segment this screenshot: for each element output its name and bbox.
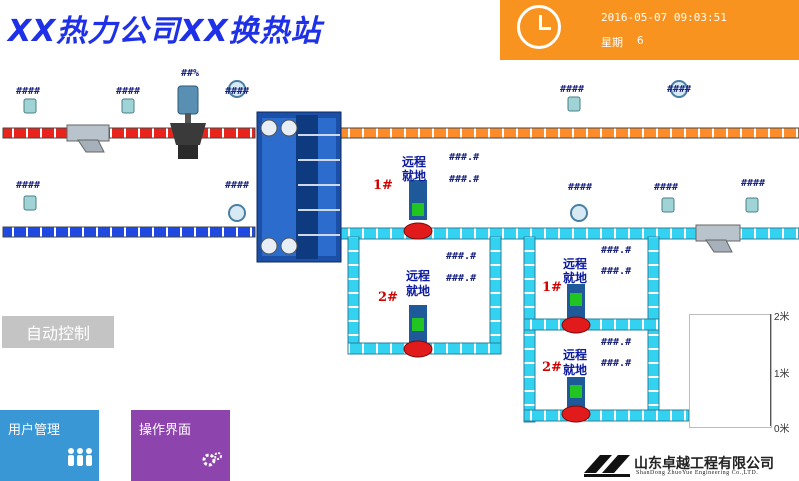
control-valve: [170, 85, 206, 159]
users-icon: [68, 448, 92, 466]
pump-right-2: [561, 377, 591, 423]
pump-mode-local[interactable]: 就地: [563, 363, 588, 377]
company-logo-icon: [584, 455, 630, 477]
pump-value: ###.#: [601, 245, 632, 256]
strainer-primary: [66, 124, 110, 153]
strainer-secondary: [695, 224, 741, 253]
primary-return-pipe: [2, 226, 256, 238]
secondary-return-temp-2: ####: [741, 178, 766, 189]
user-management-button[interactable]: 用户管理: [0, 410, 99, 481]
datetime-text: 2016-05-07 09:03:51: [601, 11, 727, 24]
pump-number: 2#: [378, 290, 398, 305]
transmitter-4: [567, 96, 581, 112]
weekday-label: 星期: [601, 36, 623, 49]
pump-mode-remote[interactable]: 远程: [563, 257, 588, 271]
transmitter-6: [745, 197, 759, 213]
pressure-gauge-primary-return: [228, 204, 246, 222]
transmitter-2: [121, 98, 135, 114]
pump-value: ###.#: [446, 273, 477, 284]
company-name-en: ShanDong ZhuoYue Engineering Co.,LTD.: [636, 470, 759, 476]
primary-return-temp: ####: [16, 180, 41, 191]
pump-right-1: [561, 284, 591, 334]
company-name: 山东卓越工程有限公司: [634, 456, 774, 472]
plate-heat-exchanger: [256, 111, 342, 263]
pump-mode-local[interactable]: 就地: [563, 271, 588, 285]
water-level-gauge: [689, 314, 772, 428]
user-management-label: 用户管理: [8, 423, 61, 438]
pump-mode-local[interactable]: 就地: [402, 169, 427, 183]
weekday-value: 6: [637, 34, 644, 47]
primary-supply-temp: ####: [116, 86, 141, 97]
pressure-gauge-secondary-return: [570, 204, 588, 222]
pump-left-1: [403, 180, 433, 240]
level-tick: 0米: [774, 424, 790, 435]
pump-value: ###.#: [449, 152, 480, 163]
level-tick: 2米: [774, 312, 790, 323]
transmitter-5: [661, 197, 675, 213]
clock-icon: [517, 5, 561, 49]
pressure-gauge-primary-supply: [228, 80, 246, 98]
level-tick: 1米: [774, 369, 790, 380]
secondary-supply-temp: ####: [560, 84, 585, 95]
pump-value: ###.#: [601, 266, 632, 277]
transmitter-3: [23, 195, 37, 211]
auto-control-button[interactable]: 自动控制: [2, 316, 114, 348]
secondary-return-pressure: ####: [568, 182, 593, 193]
pump-number: 1#: [542, 280, 562, 295]
transmitter-1: [23, 98, 37, 114]
pump-number: 2#: [542, 360, 562, 375]
pump-mode-remote[interactable]: 远程: [406, 269, 431, 283]
pump-value: ###.#: [601, 358, 632, 369]
pressure-gauge-secondary-supply: [670, 80, 688, 98]
valve-opening: ##%: [181, 68, 200, 79]
pump-mode-remote[interactable]: 远程: [402, 155, 427, 169]
operation-screen-label: 操作界面: [139, 423, 192, 438]
pump-mode-remote[interactable]: 远程: [563, 348, 588, 362]
secondary-supply-pressure: ####: [667, 84, 692, 95]
secondary-supply-pipe: [336, 127, 799, 139]
primary-return-pressure: ####: [225, 180, 250, 191]
pump-value: ###.#: [601, 337, 632, 348]
pump-mode-local[interactable]: 就地: [406, 284, 431, 298]
primary-supply-pipe: [2, 127, 256, 139]
pump-value: ###.#: [449, 174, 480, 185]
page-title: XX热力公司XX换热站: [8, 14, 322, 49]
operation-screen-button[interactable]: 操作界面: [131, 410, 230, 481]
pump-left-2: [403, 305, 433, 358]
pump-value: ###.#: [446, 251, 477, 262]
primary-supply-pressure-2: ####: [225, 86, 250, 97]
secondary-return-temp-1: ####: [654, 182, 679, 193]
pump-number: 1#: [373, 178, 393, 193]
gear-icon: [202, 452, 222, 467]
primary-supply-pressure-1: ####: [16, 86, 41, 97]
